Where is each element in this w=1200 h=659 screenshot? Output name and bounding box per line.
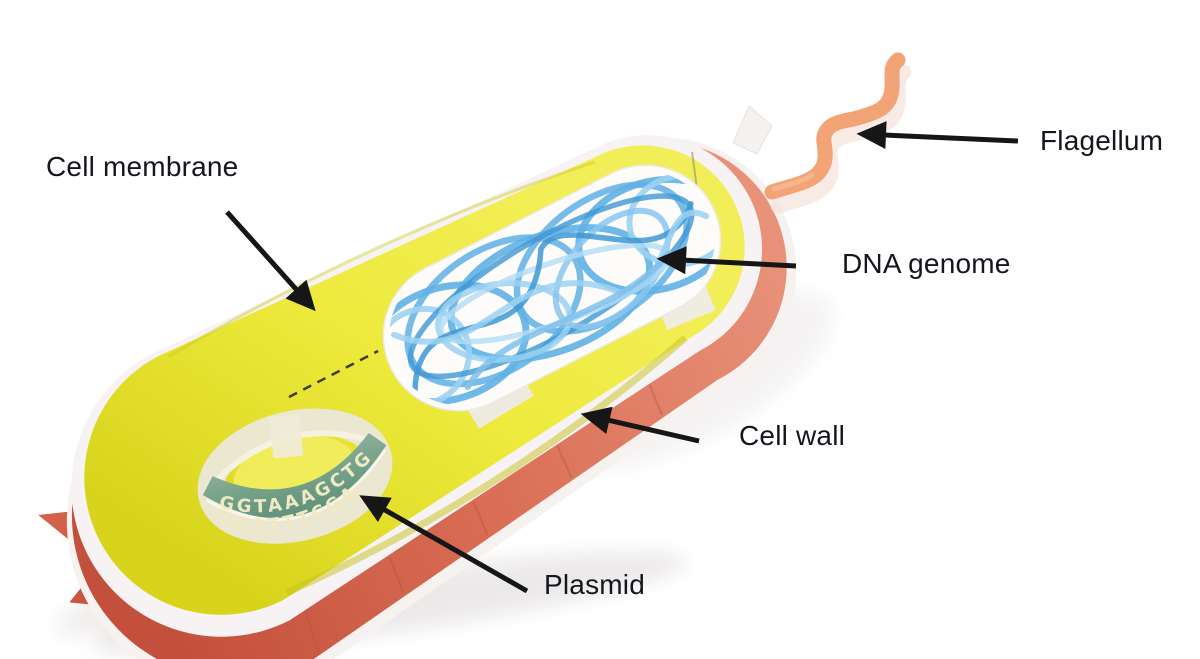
plasmid-arrow	[359, 495, 529, 594]
annotation-arrows	[225, 121, 1019, 594]
fold-dashed-line	[288, 349, 379, 399]
plasmid-joint-tab	[268, 413, 304, 459]
label-cell-membrane: Cell membrane	[46, 151, 239, 182]
flagellum-arrow	[856, 121, 1019, 150]
cell-membrane-arrow	[225, 210, 316, 312]
label-plasmid: Plasmid	[544, 569, 645, 600]
label-cell-wall: Cell wall	[739, 420, 846, 451]
cytoplasm-back-shadow	[167, 160, 596, 358]
plasmid-outer-edge	[205, 448, 387, 521]
label-flagellum: Flagellum	[1040, 125, 1164, 156]
flagellum-shape	[764, 52, 912, 214]
paper-support-tab	[656, 284, 716, 330]
dna-genome-arrow	[656, 246, 797, 275]
label-dna-genome: DNA genome	[842, 248, 1011, 279]
cell-wall-creases	[304, 383, 663, 651]
cytoplasm-front-shadow	[285, 335, 688, 596]
plasmid-ring: GGTAAAGCTG CCATTTCGA	[197, 408, 393, 550]
cell-wall-arrow	[580, 406, 700, 444]
membrane-flap	[732, 105, 773, 155]
